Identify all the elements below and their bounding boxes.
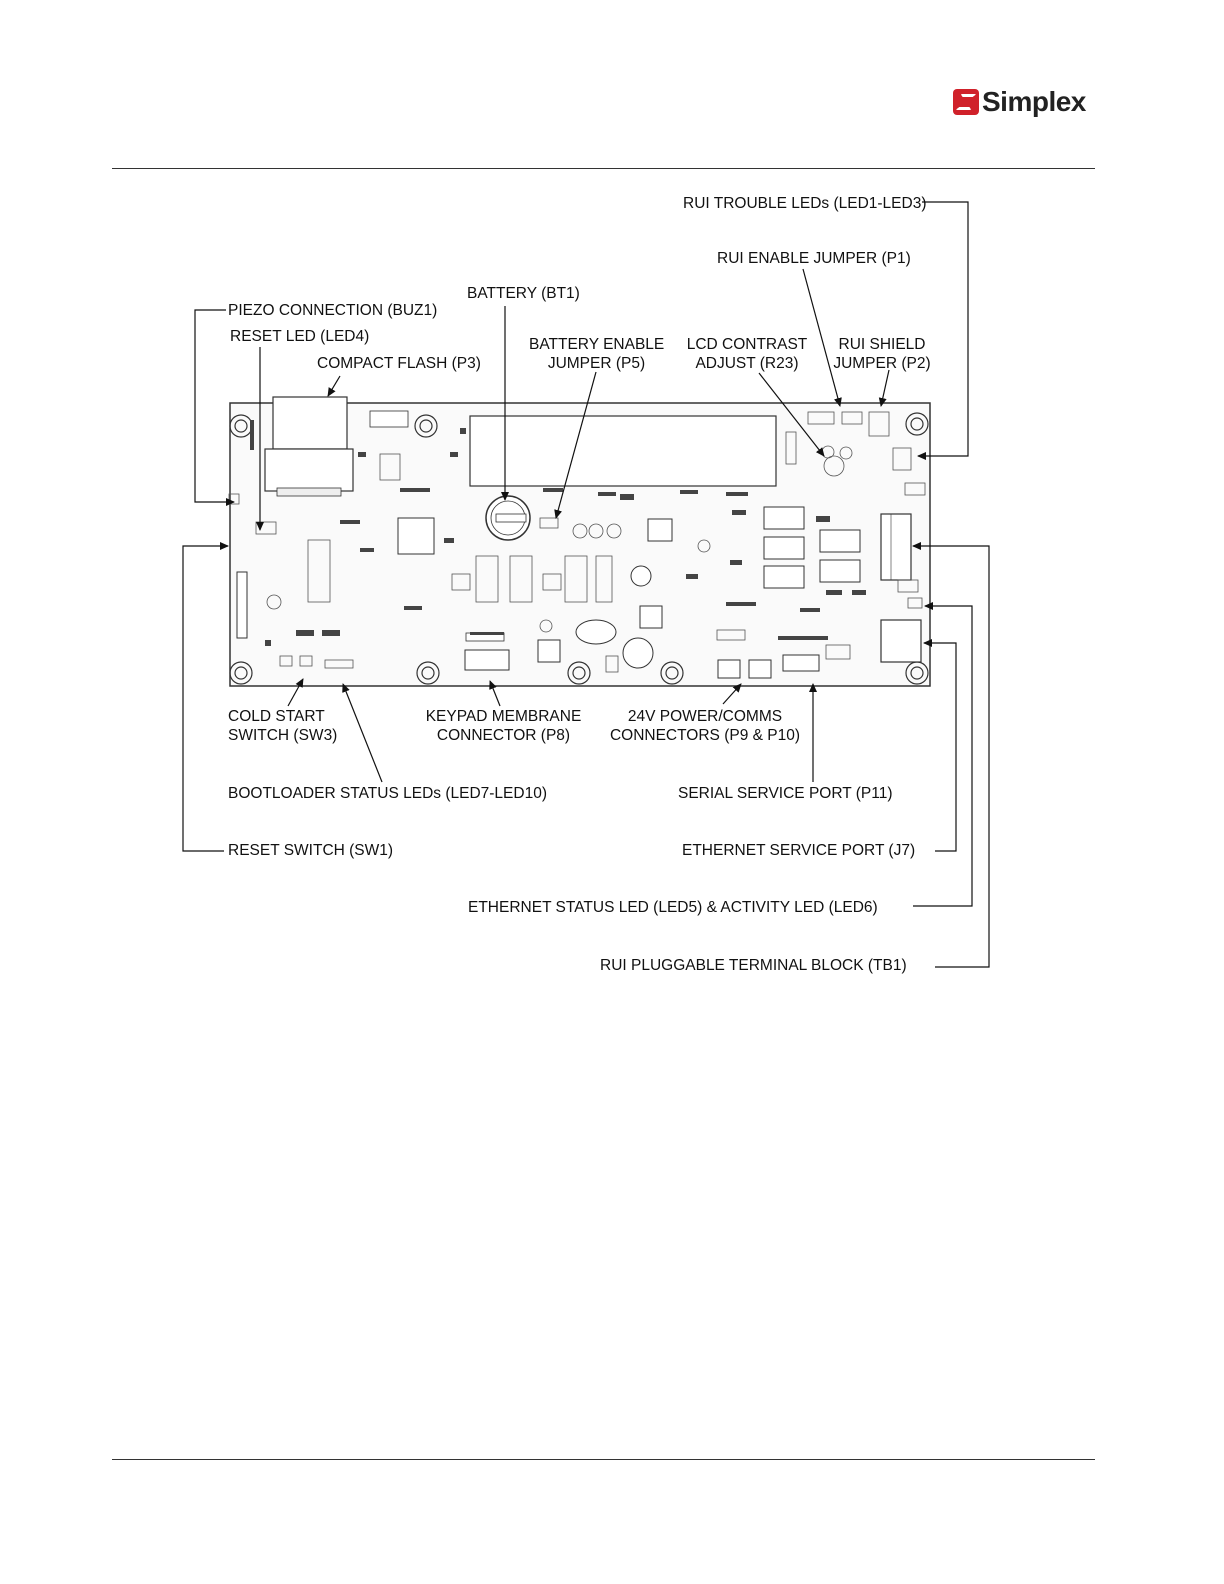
label-reset-led: RESET LED (LED4)	[230, 328, 370, 345]
label-battery: BATTERY (BT1)	[467, 285, 580, 302]
footer-rule	[112, 1459, 1095, 1460]
label-serial-service-port: SERIAL SERVICE PORT (P11)	[678, 785, 893, 802]
label-lcd-contrast-adjust: LCD CONTRAST ADJUST (R23)	[686, 336, 808, 372]
label-bootloader-status-leds: BOOTLOADER STATUS LEDs (LED7-LED10)	[228, 785, 547, 802]
label-power-comms-connectors: 24V POWER/COMMS CONNECTORS (P9 & P10)	[609, 708, 801, 744]
label-battery-enable-jumper: BATTERY ENABLE JUMPER (P5)	[529, 336, 665, 372]
simplex-logo-icon	[953, 89, 979, 115]
label-compact-flash: COMPACT FLASH (P3)	[317, 355, 481, 372]
label-rui-enable-jumper: RUI ENABLE JUMPER (P1)	[717, 250, 911, 267]
label-ethernet-status-led: ETHERNET STATUS LED (LED5) & ACTIVITY LE…	[468, 899, 878, 916]
label-piezo-connection: PIEZO CONNECTION (BUZ1)	[228, 302, 438, 319]
simplex-logo: Simplex	[953, 86, 1086, 118]
header-rule	[112, 168, 1095, 169]
label-rui-shield-jumper: RUI SHIELD JUMPER (P2)	[833, 336, 931, 372]
label-rui-terminal-block: RUI PLUGGABLE TERMINAL BLOCK (TB1)	[600, 957, 907, 974]
circuit-board	[228, 396, 931, 687]
label-keypad-membrane-connector: KEYPAD MEMBRANE CONNECTOR (P8)	[425, 708, 582, 744]
label-reset-switch: RESET SWITCH (SW1)	[228, 842, 394, 859]
label-ethernet-service-port: ETHERNET SERVICE PORT (J7)	[682, 842, 916, 859]
label-rui-trouble-leds: RUI TROUBLE LEDs (LED1-LED3)	[683, 195, 927, 212]
label-cold-start-switch: COLD START SWITCH (SW3)	[228, 708, 338, 744]
brand-name: Simplex	[982, 86, 1086, 117]
